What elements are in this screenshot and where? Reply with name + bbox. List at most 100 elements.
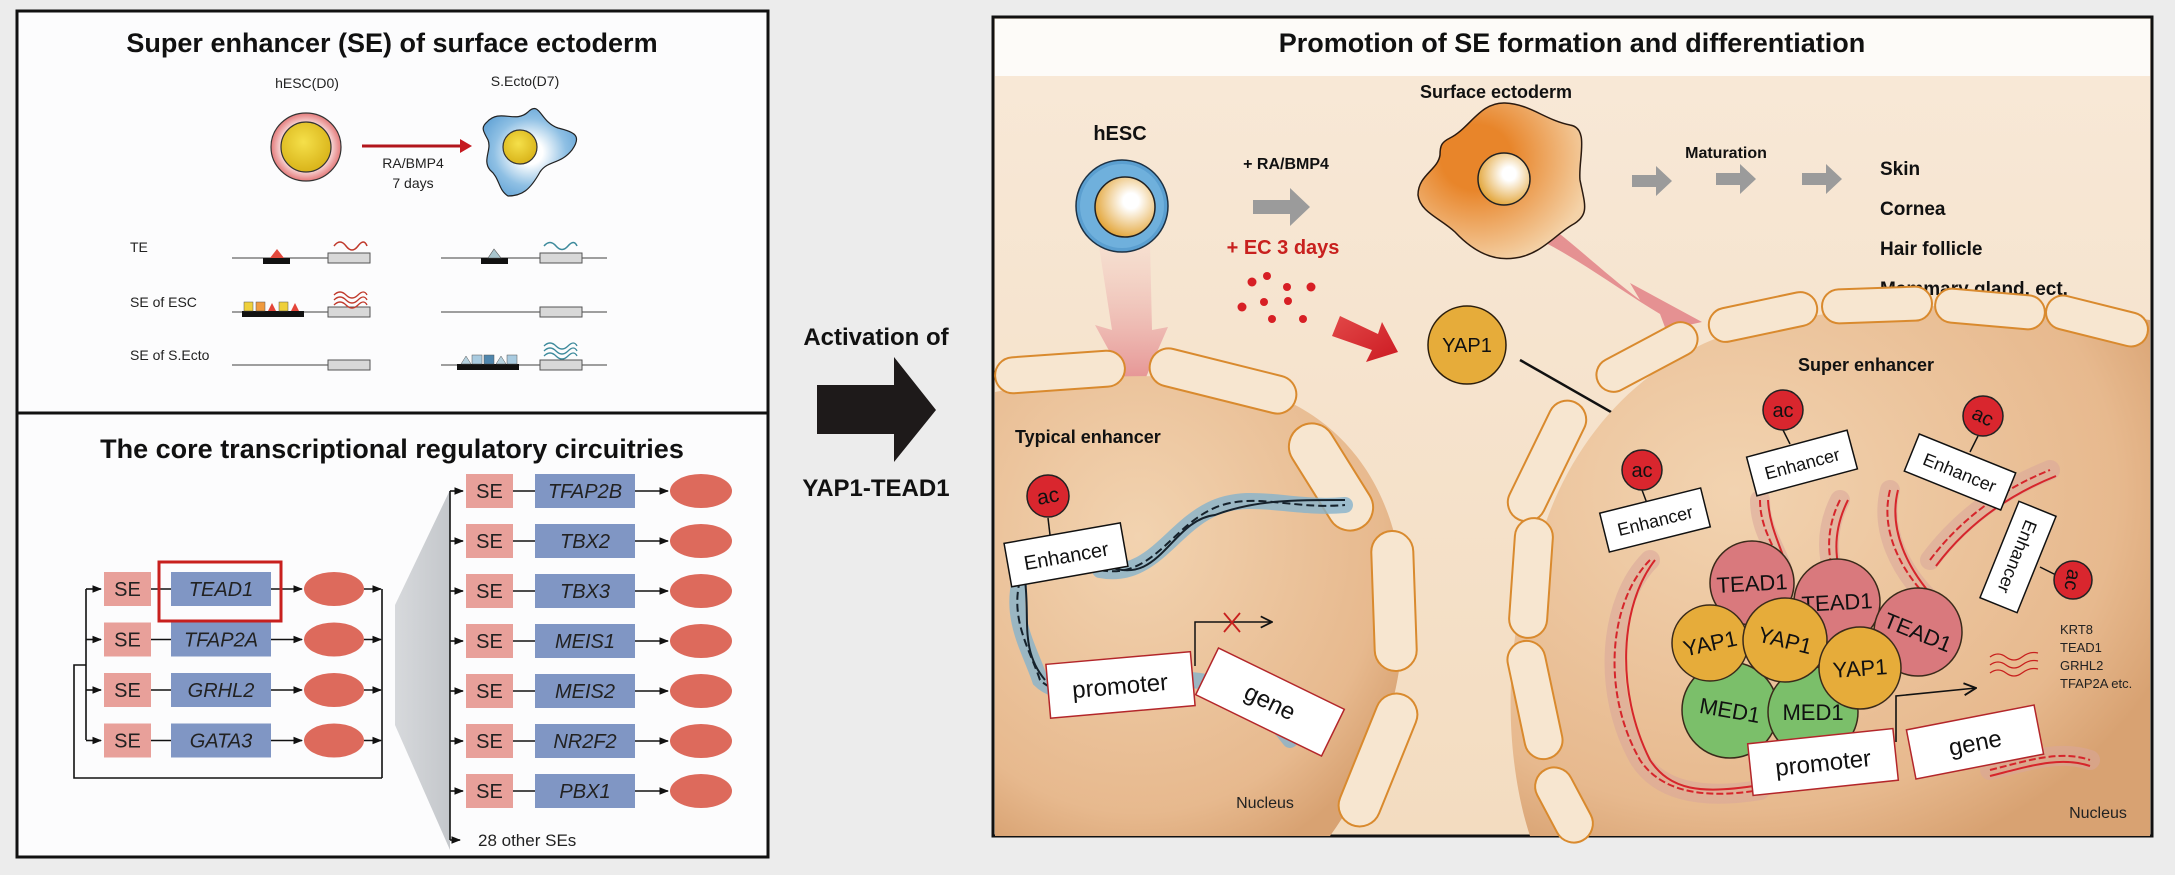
se-box <box>466 724 513 758</box>
svg-text:ac: ac <box>2059 568 2084 593</box>
target-row: SE MEIS1 <box>450 624 732 658</box>
protein-ellipse <box>670 574 732 608</box>
ectoderm-to-nucleus-arrow-icon <box>1520 205 1702 330</box>
se-label: SE <box>476 731 503 753</box>
se-label: SE <box>114 579 141 601</box>
secto-d7-label: S.Ecto(D7) <box>491 73 559 89</box>
protein-ellipse <box>304 723 364 758</box>
se-label: SE <box>476 531 503 553</box>
expressed-gene: KRT8 <box>2060 622 2093 637</box>
surface-ectoderm-cell-icon <box>482 107 578 197</box>
med-protein: MED1 <box>1681 661 1779 759</box>
activation-arrow-group: Activation of YAP1-TEAD1 <box>802 324 949 502</box>
yap1-free-protein: YAP1 <box>1427 305 1507 385</box>
svg-text:YAP1: YAP1 <box>1442 335 1492 357</box>
gene-name: PBX1 <box>559 781 610 803</box>
other-ses-label: 28 other SEs <box>478 831 576 850</box>
protein-ellipse <box>670 624 732 658</box>
gene-name: MEIS1 <box>555 631 615 653</box>
expressed-gene: TFAP2A etc. <box>2060 676 2132 691</box>
protein-ellipse <box>304 572 364 606</box>
gene-box <box>535 474 635 508</box>
nucleus-label-left: Nucleus <box>1236 795 1294 812</box>
differentiation-arrow-icon <box>362 139 472 153</box>
ec-particles-icon <box>1237 272 1316 323</box>
row-label-te: TE <box>130 239 148 255</box>
gene-name: TFAP2A <box>184 630 258 652</box>
typical-enhancer-box: Enhancer <box>1003 522 1129 588</box>
enhancer-tracks: TE SE of ESC SE of S.Ecto <box>130 239 607 371</box>
gene-name: MEIS2 <box>555 681 615 703</box>
se-box <box>104 572 151 606</box>
se-promoter-box: promoter <box>1746 727 1900 797</box>
se-enhancer-1: ac Enhancer <box>1598 449 1712 553</box>
ec-3days-label: + EC 3 days <box>1227 237 1340 259</box>
target-row: SE NR2F2 <box>450 724 732 758</box>
gene-box <box>171 723 271 758</box>
svg-text:TEAD1: TEAD1 <box>1716 569 1788 598</box>
expressed-gene: GRHL2 <box>2060 658 2103 673</box>
gene-name: NR2F2 <box>553 731 616 753</box>
se-box <box>466 574 513 608</box>
typical-gene-box: gene <box>1194 646 1346 758</box>
svg-text:MED1: MED1 <box>1782 700 1843 725</box>
te-track-secto <box>441 241 607 264</box>
protein-ellipse <box>670 474 732 508</box>
hesc-down-arrow-icon <box>1095 240 1168 400</box>
target-row: SE TBX2 <box>450 524 732 558</box>
super-enhancer-label: Super enhancer <box>1798 355 1934 375</box>
protein-ellipse <box>304 673 364 707</box>
surface-ectoderm-cell-icon <box>1417 102 1586 260</box>
core-row: SE GATA3 <box>86 723 382 758</box>
panel-core-circuitries: The core transcriptional regulatory circ… <box>15 411 770 859</box>
se-label: SE <box>476 581 503 603</box>
hesc-cell-icon <box>1075 159 1169 253</box>
se-label: SE <box>114 731 141 753</box>
se-enhancer-2: ac Enhancer <box>1745 389 1859 497</box>
se-secto-track-secto <box>441 342 607 371</box>
gene-box <box>171 673 271 707</box>
zoom-connector <box>395 490 450 850</box>
svg-text:ac: ac <box>1035 483 1061 510</box>
gene-box <box>171 622 271 657</box>
treatment-label: RA/BMP4 <box>382 155 444 171</box>
panel-promotion: Promotion of SE formation and differenti… <box>991 15 2154 844</box>
panel-border <box>15 9 770 415</box>
se-box <box>466 674 513 708</box>
gene-name: TBX2 <box>560 531 610 553</box>
se-box <box>104 622 151 657</box>
fate-item: Hair follicle <box>1880 239 1982 260</box>
gene-box <box>535 674 635 708</box>
protein-ellipse <box>670 674 732 708</box>
gene-box <box>535 624 635 658</box>
se-box <box>104 723 151 758</box>
gene-box <box>171 572 271 606</box>
tead1-highlight-box <box>157 560 283 623</box>
se-label: SE <box>114 630 141 652</box>
row-label-se-secto: SE of S.Ecto <box>130 347 210 363</box>
red-arrow-icon <box>1332 316 1398 362</box>
nucleus-label-right: Nucleus <box>2069 805 2127 822</box>
se-label: SE <box>476 631 503 653</box>
surface-ectoderm-label: Surface ectoderm <box>1420 82 1572 102</box>
svg-text:ac: ac <box>1772 400 1793 422</box>
maturation-arrows-icon <box>1632 164 1842 196</box>
se-transcription-arrow-icon <box>1895 688 1976 742</box>
te-track-esc <box>232 241 371 264</box>
typical-enhancer-label: Typical enhancer <box>1015 427 1161 447</box>
gene-box <box>535 774 635 808</box>
se-box <box>466 524 513 558</box>
expressed-gene-list: KRT8 TEAD1 GRHL2 TFAP2A etc. <box>2060 622 2132 691</box>
gene-name: GATA3 <box>190 731 253 753</box>
activation-label: Activation of <box>803 324 949 351</box>
gray-arrow-icon <box>1253 188 1310 226</box>
se-secto-track-esc <box>232 359 371 371</box>
ra-bmp4-label: + RA/BMP4 <box>1243 156 1329 173</box>
expressed-gene: TEAD1 <box>2060 640 2102 655</box>
